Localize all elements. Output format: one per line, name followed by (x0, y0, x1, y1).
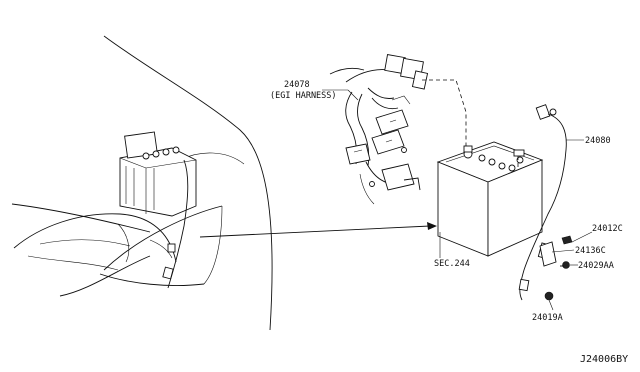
detail-arrow (199, 222, 437, 238)
label-harness-desc: (EGI HARNESS) (270, 91, 337, 101)
battery-detail (436, 141, 544, 257)
label-harness-part: 24078 (284, 80, 310, 90)
label-cable-part: 24080 (585, 136, 611, 146)
label-section-ref: SEC.244 (434, 259, 470, 269)
harness-terminal-dashline (422, 79, 467, 150)
label-diagram-id: J24006BY (580, 354, 628, 365)
vehicle-battery-small (119, 131, 197, 289)
label-clip-part: 24012C (592, 224, 623, 234)
label-nut-part: 24019A (532, 313, 563, 323)
label-bracket-part: 24136C (575, 246, 606, 256)
label-bolt-part: 24029AA (578, 261, 614, 271)
leader-lines (322, 89, 593, 311)
hardware-parts (539, 235, 573, 301)
egi-harness-assembly (329, 54, 429, 205)
